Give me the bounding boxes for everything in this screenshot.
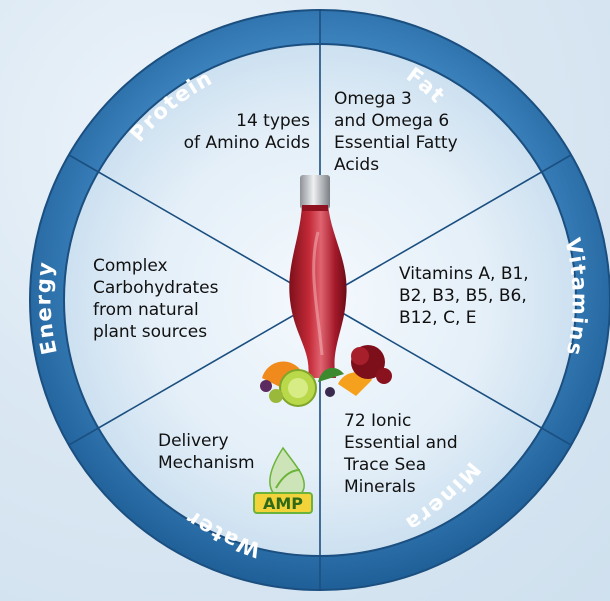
segment-text-vitamins: Vitamins A, B1, B2, B3, B5, B6, B12, C, …	[399, 263, 559, 329]
segment-text-minerals: 72 Ionic Essential and Trace Sea Mineral…	[344, 410, 494, 498]
amp-logo: AMP	[254, 493, 312, 513]
segment-text-fat: Omega 3 and Omega 6 Essential Fatty Acid…	[334, 88, 504, 176]
segment-text-protein: 14 types of Amino Acids	[168, 110, 310, 154]
segment-text-energy: Complex Carbohydrates from natural plant…	[93, 255, 263, 343]
segment-text-water: Delivery Mechanism	[158, 430, 278, 474]
svg-text:AMP: AMP	[263, 494, 303, 513]
